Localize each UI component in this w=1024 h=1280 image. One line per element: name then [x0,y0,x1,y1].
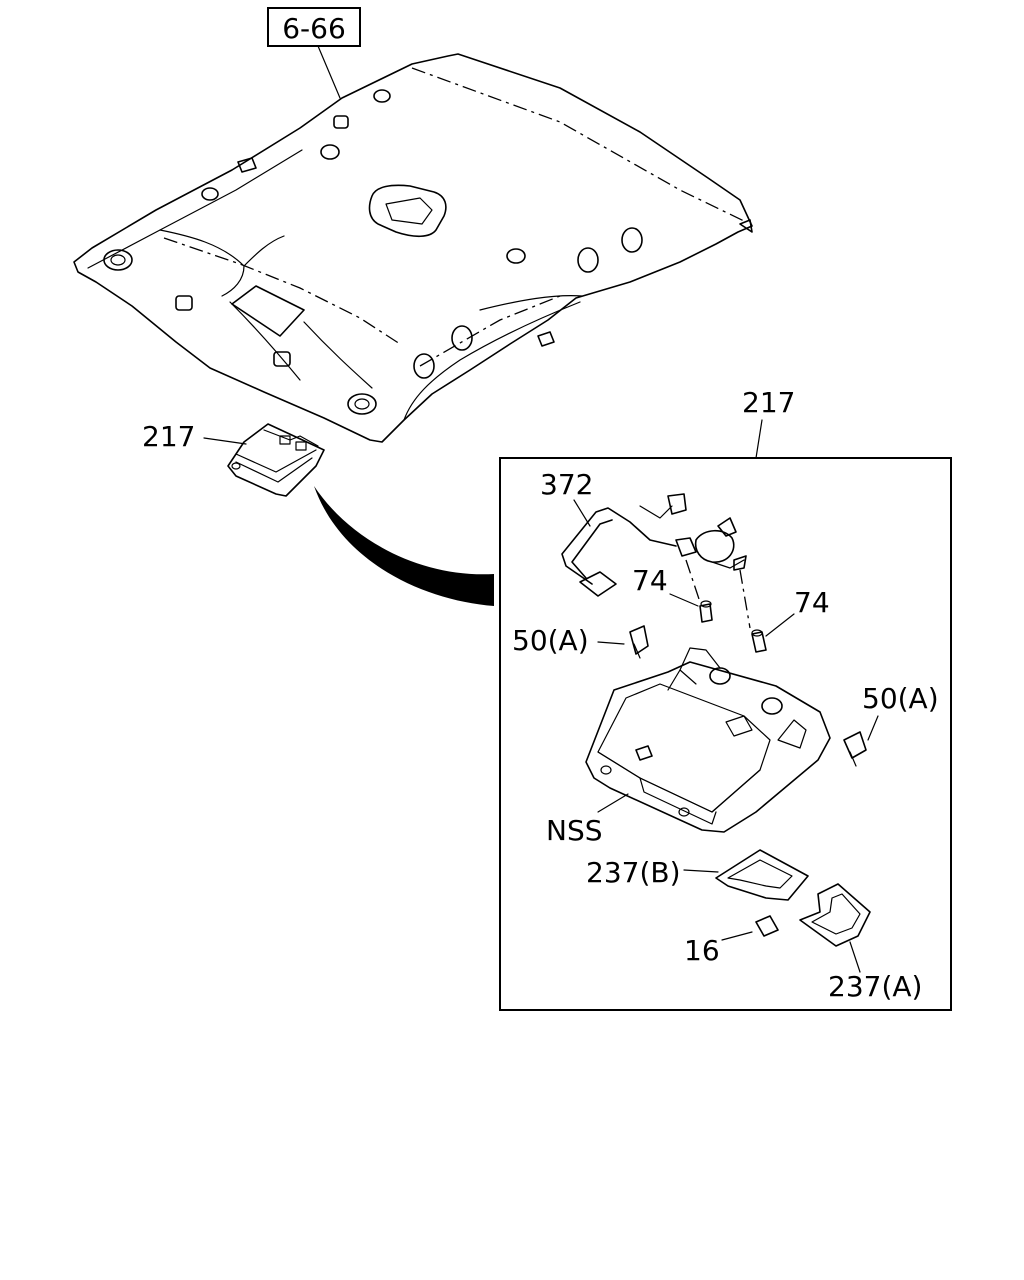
leader-lens-a [849,941,861,973]
lens-a[interactable] [799,883,871,947]
label-assembly-small[interactable]: 217 [142,420,195,453]
label-clip-right[interactable]: 50(A) [862,682,939,715]
bulb-left-guide [685,559,701,603]
label-harness[interactable]: 372 [540,468,593,501]
label-bulb-right[interactable]: 74 [794,586,830,619]
leader-bulb-right [765,613,795,637]
reference-label: 6-66 [282,12,346,45]
callout-arrow [314,486,494,606]
clip-right[interactable] [843,731,867,767]
leader-clip-left [597,641,625,645]
leader-assembly-small [203,437,247,445]
label-bulb-left[interactable]: 74 [632,564,668,597]
bulb-left[interactable] [699,600,713,623]
switch-knob[interactable] [755,915,779,937]
leader-switch-knob [721,931,753,941]
leader-bulb-left [669,593,699,607]
headliner [73,53,753,443]
leader-assembly-detail [755,419,763,459]
clip-left[interactable] [629,625,649,659]
detail-box [499,457,952,1011]
wiring-harness[interactable] [561,493,747,597]
label-housing[interactable]: NSS [546,814,603,847]
reference-leader [317,45,341,99]
label-clip-left[interactable]: 50(A) [512,624,589,657]
label-assembly-detail[interactable]: 217 [742,386,795,419]
bulb-right[interactable] [751,629,767,653]
leader-lens-b [683,869,719,873]
leader-clip-right [867,715,879,741]
lens-b[interactable] [715,849,809,901]
console-housing[interactable] [585,647,831,833]
label-lens-a[interactable]: 237(A) [828,970,922,1003]
overhead-console-small[interactable] [227,423,325,497]
reference-box[interactable]: 6-66 [267,7,361,47]
bulb-right-guide [739,569,751,629]
leader-housing [597,793,629,813]
label-lens-b[interactable]: 237(B) [586,856,681,889]
label-switch-knob[interactable]: 16 [684,934,720,967]
